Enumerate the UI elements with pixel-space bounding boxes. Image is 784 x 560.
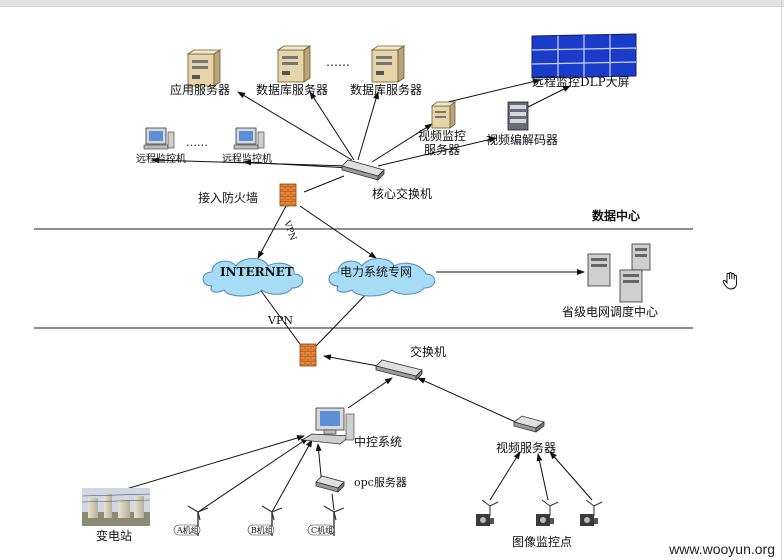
video-server-label: 视频服务器 <box>496 440 556 455</box>
data-center-label: 数据中心 <box>592 208 640 223</box>
database-server-label: 数据库服务器 <box>256 82 328 97</box>
central-control-computer-icon <box>300 407 355 445</box>
video-monitoring-server-label-2: 服务器 <box>424 142 460 157</box>
turbine-a-tag <box>173 524 201 536</box>
opc-server-icon <box>315 475 345 493</box>
firewall-icon <box>299 343 317 367</box>
power-network-cloud-icon <box>328 258 436 297</box>
turbine-a-label: A机组 <box>176 525 199 535</box>
access-firewall-icon <box>279 183 297 207</box>
watermark: www.wooyun.org <box>666 541 778 557</box>
substation-label: 变电站 <box>96 528 132 543</box>
video-codec-label: 视频编解码器 <box>486 132 558 147</box>
turbine-c-tag <box>307 524 335 536</box>
vpn-rotated-label: VPN <box>281 219 298 243</box>
video-monitoring-server-label: 视频监控 <box>418 128 466 143</box>
turbine-b-tag <box>247 524 275 536</box>
app-server-label: 应用服务器 <box>170 82 230 97</box>
server-ellipsis: …… <box>326 55 350 69</box>
pc-ellipsis: …… <box>186 136 208 149</box>
remote-monitoring-pc-icon <box>233 127 265 150</box>
remote-monitoring-pc-label: 远程监控机 <box>136 152 186 165</box>
dlp-screen-label: 远程监控DLP大屏 <box>532 74 630 89</box>
video-monitoring-server-icon <box>430 101 457 129</box>
internet-label: INTERNET <box>220 265 294 279</box>
camera-point-label: 图像监控点 <box>512 535 572 549</box>
remote-monitoring-pc-icon <box>143 127 175 150</box>
turbine-b-label: B机组 <box>251 525 273 535</box>
connection-lines <box>115 78 593 513</box>
surveillance-camera-icon <box>580 499 603 526</box>
core-switch-icon <box>341 159 385 181</box>
power-network-label: 电力系统专网 <box>340 264 412 279</box>
window-right-edge <box>781 0 782 560</box>
vpn-label: VPN <box>267 314 293 327</box>
switch-icon <box>375 359 423 381</box>
database-server-label: 数据库服务器 <box>350 82 422 97</box>
surveillance-camera-icon <box>536 499 559 526</box>
core-switch-label: 核心交换机 <box>372 186 432 201</box>
switch-label: 交换机 <box>410 344 446 359</box>
turbine-c-label: C机组 <box>311 525 333 535</box>
remote-monitoring-pc-label: 远程监控机 <box>222 152 272 165</box>
video-server-icon <box>513 415 545 433</box>
opc-server-label: opc服务器 <box>354 476 407 489</box>
surveillance-camera-icon <box>476 499 499 526</box>
database-server-icon <box>370 45 406 83</box>
internet-cloud-icon <box>202 258 304 297</box>
provincial-dispatch-center-label: 省级电网调度中心 <box>562 304 658 319</box>
access-firewall-label: 接入防火墙 <box>198 190 258 205</box>
wind-turbine-icon <box>323 505 345 536</box>
hand-cursor-icon <box>722 272 738 290</box>
database-server-icon <box>276 45 312 83</box>
window-top-bar <box>0 0 784 7</box>
video-codec-icon <box>507 101 529 131</box>
dlp-video-wall-icon <box>531 33 637 79</box>
central-control-label: 中控系统 <box>354 434 402 449</box>
substation-photo-icon <box>81 488 151 526</box>
app-server-icon <box>186 49 222 87</box>
provincial-dispatch-center-icon <box>587 243 651 303</box>
